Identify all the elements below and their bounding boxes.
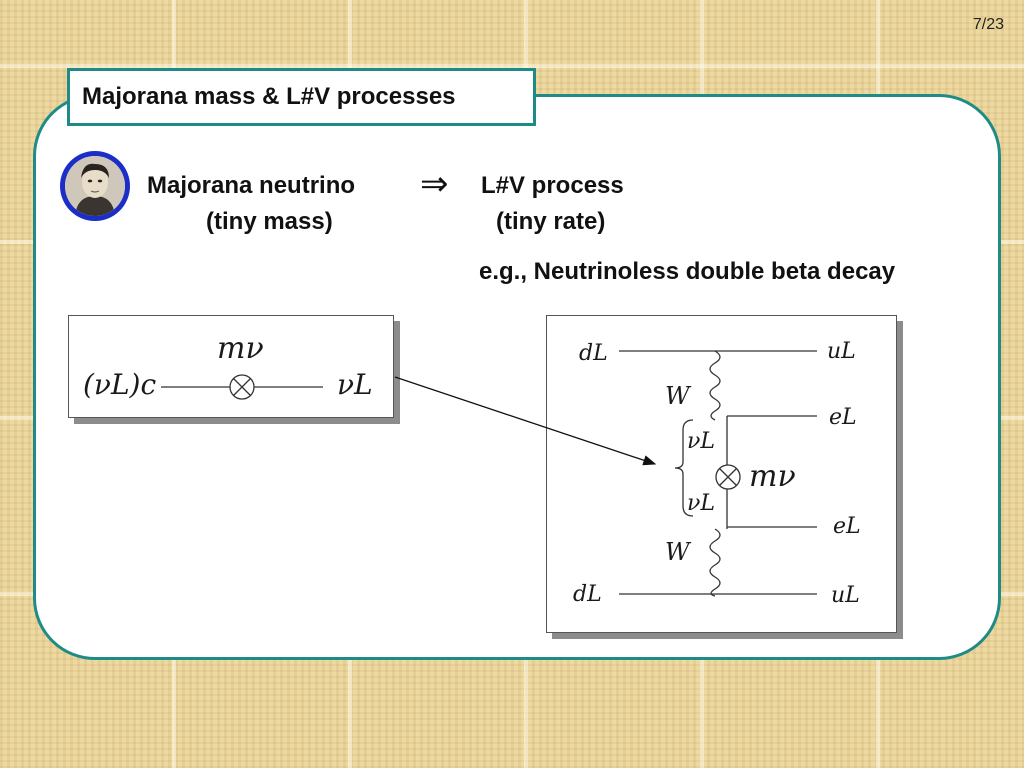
mass-diagram-left-field: (νL)c [83,368,156,401]
d-top-label: dL [579,341,608,366]
right-heading-line1: L#V process [481,172,624,199]
slide-title: Majorana mass & L#V processes [67,68,536,126]
decay-diagram-box: dL uL W eL νL mν νL eL W dL uL [546,315,897,633]
slide-title-text: Majorana mass & L#V processes [82,83,456,110]
mass-diagram-box: mν (νL)c νL [68,315,394,418]
w-bottom-label: W [665,538,692,566]
portrait-icon [65,156,125,216]
mass-diagram-mass-label: mν [217,331,264,366]
mass-diagram-right-field: νL [337,368,373,401]
nu-top-label: νL [687,429,715,454]
d-bottom-label: dL [573,582,602,607]
mass-insertion-icon-decay [715,464,741,490]
portrait-photo [65,156,125,216]
neutrino-brace [674,419,694,517]
decay-mass-label: mν [749,459,796,494]
w-boson-bottom [709,528,721,597]
u-bottom-label: uL [831,583,860,608]
right-heading-line2: (tiny rate) [496,208,606,235]
decay-diagram: dL uL W eL νL mν νL eL W dL uL [573,339,861,608]
mass-insertion-icon [229,374,255,400]
slide-number: 7/23 [972,16,1004,33]
left-heading-line2: (tiny mass) [206,208,333,235]
mass-diagram: mν (νL)c νL [83,331,373,401]
w-top-label: W [665,382,692,410]
example-text: e.g., Neutrinoless double beta decay [479,258,896,285]
left-heading-line1: Majorana neutrino [147,172,356,199]
majorana-portrait [60,151,130,221]
e-top-label: eL [829,405,857,430]
u-top-label: uL [827,339,856,364]
nu-bottom-label: νL [687,491,715,516]
e-bottom-label: eL [833,514,861,539]
w-boson-top [709,350,721,421]
implies-arrow: ⇒ [420,165,449,203]
